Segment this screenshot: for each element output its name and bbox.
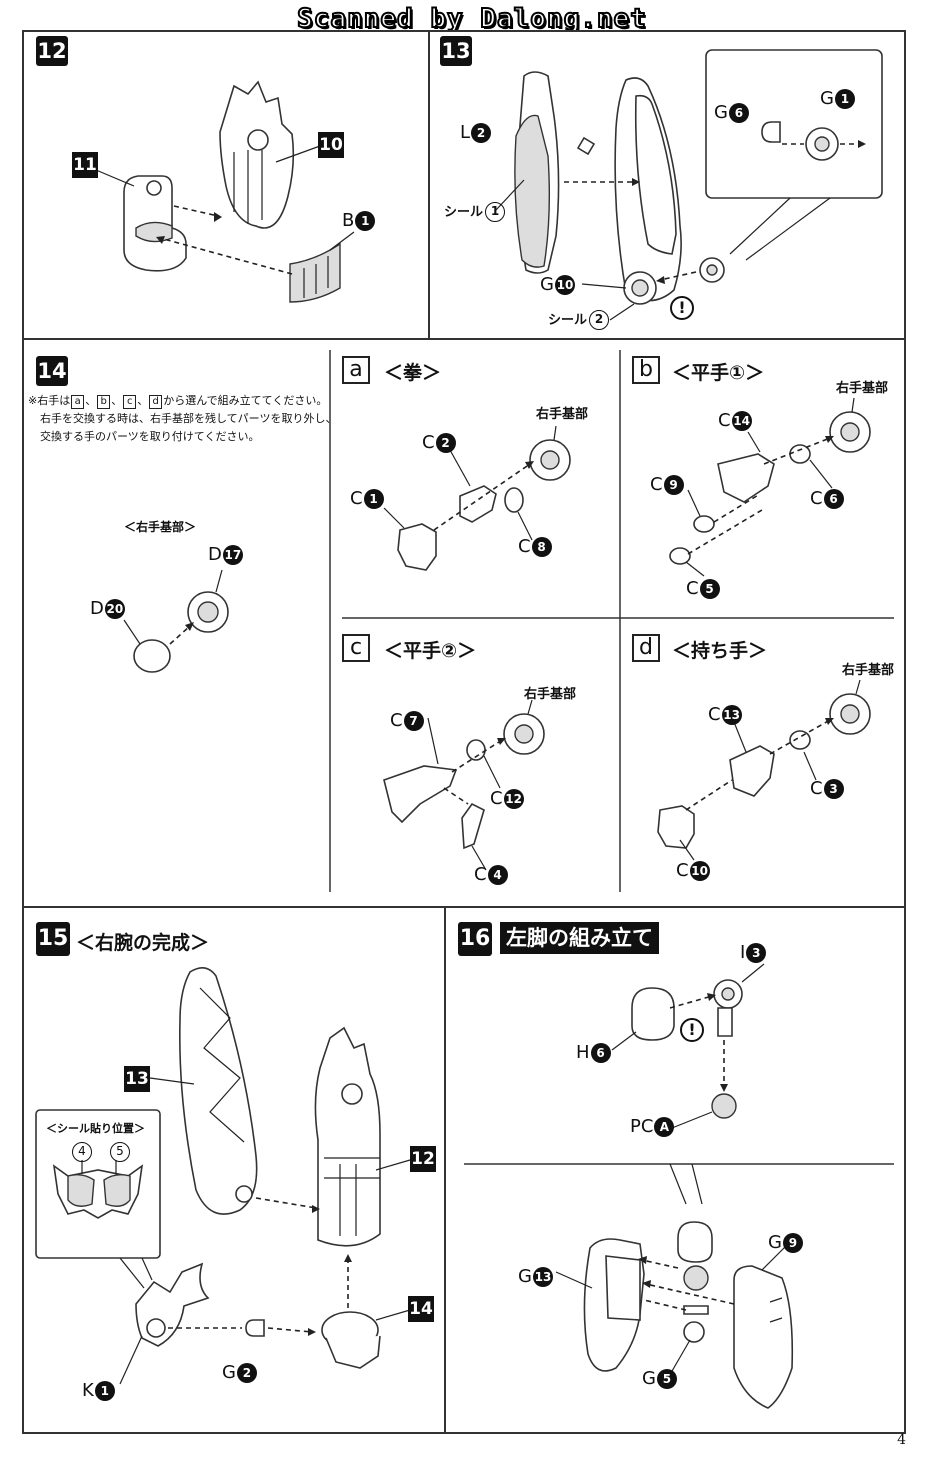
option-a-title: ＜拳＞: [384, 362, 442, 384]
caution-icon: !: [680, 1018, 704, 1042]
part-11-tag: 11: [72, 152, 98, 178]
part-10-tag: 10: [318, 132, 344, 158]
option-d-base-label: 右手基部: [842, 663, 895, 678]
option-b-box: b: [632, 356, 660, 384]
step-number: 12: [36, 36, 68, 66]
option-a-box: a: [342, 356, 370, 384]
option-d-box: d: [632, 634, 660, 662]
option-c-box: c: [342, 634, 370, 662]
part-13-tag: 13: [124, 1066, 150, 1092]
option-a-base-label: 右手基部: [536, 407, 589, 422]
step-15-panel: 15 ＜右腕の完成＞ 13 12 14: [22, 906, 446, 1434]
seal-5-label: 5: [108, 1140, 130, 1162]
page-number: 4: [897, 1432, 906, 1448]
option-b-base-label: 右手基部: [836, 381, 889, 396]
right-hand-base-caption: ＜右手基部＞: [124, 520, 197, 534]
step-number: 15: [36, 922, 70, 956]
option-c-base-label: 右手基部: [524, 687, 577, 702]
seal-4-label: 4: [70, 1140, 92, 1162]
seal-position-caption: ＜シール貼り位置＞: [46, 1122, 145, 1135]
step-15-title: ＜右腕の完成＞: [76, 932, 210, 954]
option-c-title: ＜平手②＞: [384, 640, 477, 662]
part-14-tag: 14: [408, 1296, 434, 1322]
part-12-tag: 12: [410, 1146, 436, 1172]
step-number: 14: [36, 356, 68, 386]
option-d-title: ＜持ち手＞: [672, 640, 768, 662]
step-number: 13: [440, 36, 472, 66]
caution-icon: !: [670, 296, 694, 320]
step-14-illustration: [123, 350, 894, 892]
step-14-note-line-2: 右手を交換する時は、右手基部を残してパーツを取り外し、: [40, 412, 337, 425]
step-number: 16: [458, 922, 492, 956]
step-16-illustration: [464, 963, 894, 1409]
step-14-note-line-3: 交換する手のパーツを取り付けてください。: [40, 430, 260, 443]
scan-watermark: Scanned by Dalong.net: [296, 3, 647, 35]
step-13-illustration: [495, 49, 883, 321]
step-12-illustration: [95, 80, 355, 303]
step-16-title: 左脚の組み立て: [500, 922, 659, 954]
option-b-title: ＜平手①＞: [672, 362, 765, 384]
step-15-illustration: [35, 967, 411, 1385]
